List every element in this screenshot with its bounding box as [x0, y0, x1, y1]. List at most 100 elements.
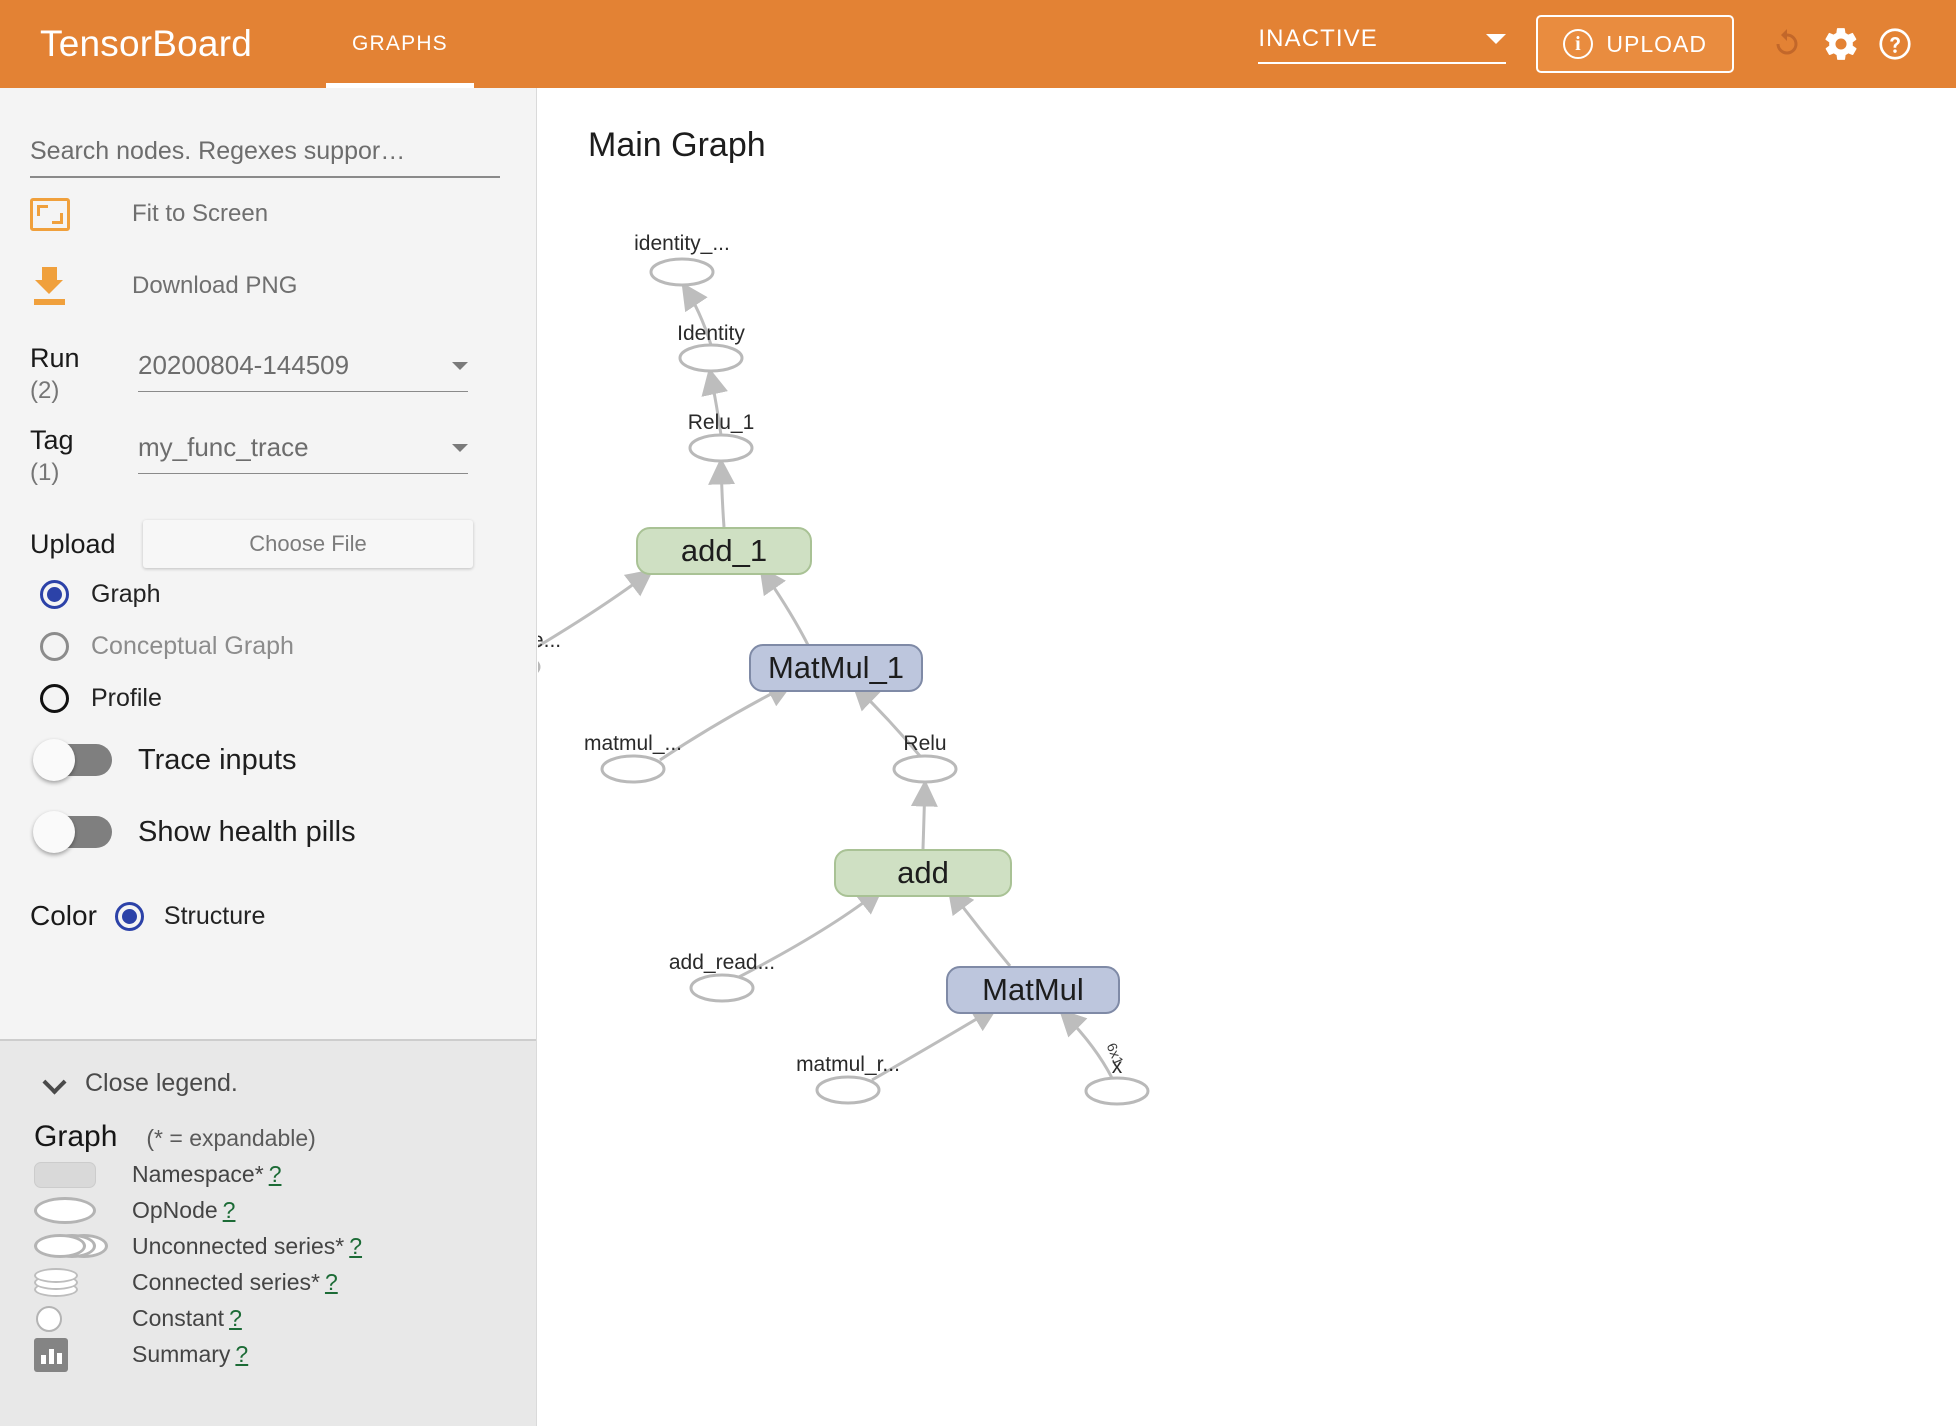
download-icon: [30, 267, 70, 305]
graph-node-label: identity_...: [634, 232, 730, 255]
graph-box-node[interactable]: MatMul_1: [749, 644, 923, 692]
graph-box-node[interactable]: add_1: [636, 527, 812, 575]
radio-profile-label: Profile: [91, 683, 162, 712]
tab-graphs[interactable]: GRAPHS: [326, 0, 474, 88]
graph-edge: [659, 681, 795, 762]
help-link[interactable]: ?: [268, 1161, 282, 1187]
legend-item-opnode: OpNode?: [34, 1195, 536, 1226]
info-circle-icon: i: [1563, 29, 1594, 59]
graph-edge: [947, 886, 1012, 967]
chevron-down-icon: [1486, 33, 1507, 44]
graph-canvas[interactable]: Main Graph identity_...IdentityRelu_1add…: [538, 88, 1956, 1426]
graph-node-label: add_read...: [668, 951, 776, 974]
help-link[interactable]: ?: [235, 1341, 249, 1367]
fit-to-screen-button[interactable]: Fit to Screen: [30, 178, 536, 250]
graph-op-node[interactable]: [892, 754, 958, 784]
upload-button[interactable]: i UPLOAD: [1536, 15, 1734, 73]
choose-file-button[interactable]: Choose File: [143, 520, 473, 569]
legend-label: Unconnected series*?: [132, 1233, 363, 1259]
run-dropdown[interactable]: 20200804-144509: [138, 350, 468, 392]
summary-glyph-icon: [34, 1337, 116, 1372]
graph-op-node[interactable]: [538, 654, 541, 680]
toggle-switch-icon: [33, 739, 112, 782]
graph-node-label: add_1_re...: [538, 629, 562, 652]
graph-op-node[interactable]: [688, 433, 754, 463]
connected-series-glyph-icon: [34, 1267, 116, 1298]
legend-header: Graph (* = expandable): [34, 1120, 536, 1154]
graph-op-node[interactable]: [600, 754, 666, 784]
graph-node-label: x: [1111, 1055, 1123, 1078]
run-value: 20200804-144509: [138, 350, 350, 380]
legend-item-constant: Constant?: [34, 1303, 536, 1334]
chevron-down-icon: [45, 1074, 65, 1094]
refresh-icon[interactable]: [1760, 17, 1814, 71]
toggle-show-health-pills-label: Show health pills: [138, 815, 356, 848]
radio-icon[interactable]: [114, 901, 144, 931]
graph-edge: [910, 779, 938, 850]
download-png-label: Download PNG: [132, 272, 298, 299]
graph-edge: [759, 566, 810, 646]
color-row: Color Structure: [30, 888, 536, 944]
radio-profile[interactable]: Profile: [40, 672, 536, 724]
tag-dropdown[interactable]: my_func_trace: [138, 432, 468, 475]
app-title: TensorBoard: [40, 23, 252, 64]
radio-conceptual-graph[interactable]: Conceptual Graph: [40, 620, 536, 672]
help-link[interactable]: ?: [222, 1197, 236, 1223]
tag-label: Tag (1): [30, 425, 138, 486]
run-selector-row: Run (2) 20200804-144509: [30, 343, 536, 404]
graph-op-node[interactable]: [1084, 1076, 1150, 1106]
legend-item-connected-series: Connected series*?: [34, 1267, 536, 1298]
legend-label: Namespace*?: [132, 1161, 282, 1187]
radio-icon: [40, 579, 69, 609]
tag-selector-row: Tag (1) my_func_trace: [30, 425, 536, 486]
page-title: Main Graph: [588, 126, 766, 164]
help-circle-icon[interactable]: [1868, 17, 1922, 71]
radio-graph-label: Graph: [91, 579, 161, 608]
legend-label: OpNode?: [132, 1197, 236, 1223]
search-field-wrap: [30, 137, 500, 178]
legend-note: (* = expandable): [146, 1125, 316, 1151]
color-label: Color: [30, 900, 97, 932]
graph-op-node[interactable]: [689, 973, 755, 1003]
legend-panel: Close legend. Graph (* = expandable) Nam…: [0, 1039, 536, 1426]
toggle-trace-inputs[interactable]: Trace inputs: [33, 724, 536, 796]
app-header: TensorBoard GRAPHS INACTIVE i UPLOAD: [0, 0, 1956, 88]
legend-label: Summary?: [132, 1341, 249, 1367]
download-png-button[interactable]: Download PNG: [30, 250, 536, 322]
radio-conceptual-graph-label: Conceptual Graph: [91, 631, 294, 660]
search-input[interactable]: [30, 137, 500, 178]
graph-op-node[interactable]: [815, 1075, 881, 1105]
graph-edge: [1058, 1008, 1114, 1079]
color-structure-label: Structure: [163, 901, 266, 930]
help-link[interactable]: ?: [349, 1233, 363, 1259]
graph-edge: [708, 457, 736, 528]
run-state-dropdown[interactable]: INACTIVE: [1258, 25, 1507, 64]
help-link[interactable]: ?: [229, 1305, 242, 1331]
close-legend-button[interactable]: Close legend.: [45, 1069, 536, 1098]
legend-item-summary: Summary?: [34, 1337, 536, 1372]
run-count: (2): [30, 376, 60, 404]
graph-edge: [701, 367, 728, 436]
chevron-down-icon: [452, 361, 468, 370]
graph-edges: [538, 257, 1150, 1106]
help-link[interactable]: ?: [324, 1269, 338, 1295]
toggle-show-health-pills[interactable]: Show health pills: [33, 796, 536, 868]
graph-box-node[interactable]: add: [834, 849, 1012, 897]
run-label: Run (2): [30, 343, 138, 404]
toggle-trace-inputs-label: Trace inputs: [138, 743, 297, 776]
graph-op-node[interactable]: [678, 343, 744, 373]
namespace-glyph-icon: [34, 1161, 116, 1188]
toggle-switch-icon: [33, 811, 112, 854]
radio-graph[interactable]: Graph: [40, 568, 536, 620]
graph-edge: [851, 682, 922, 757]
constant-glyph-icon: [34, 1305, 116, 1332]
legend-title: Graph: [34, 1120, 118, 1153]
sidebar: Fit to Screen Download PNG Run (2) 20200…: [0, 88, 537, 1426]
tag-count: (1): [30, 458, 60, 486]
graph-box-node[interactable]: MatMul: [946, 966, 1120, 1014]
fit-to-screen-icon: [30, 197, 70, 231]
graph-edge: [871, 1005, 999, 1082]
graph-op-node[interactable]: [649, 257, 715, 287]
gear-icon[interactable]: [1814, 17, 1868, 71]
upload-row: Upload Choose File: [30, 520, 536, 569]
